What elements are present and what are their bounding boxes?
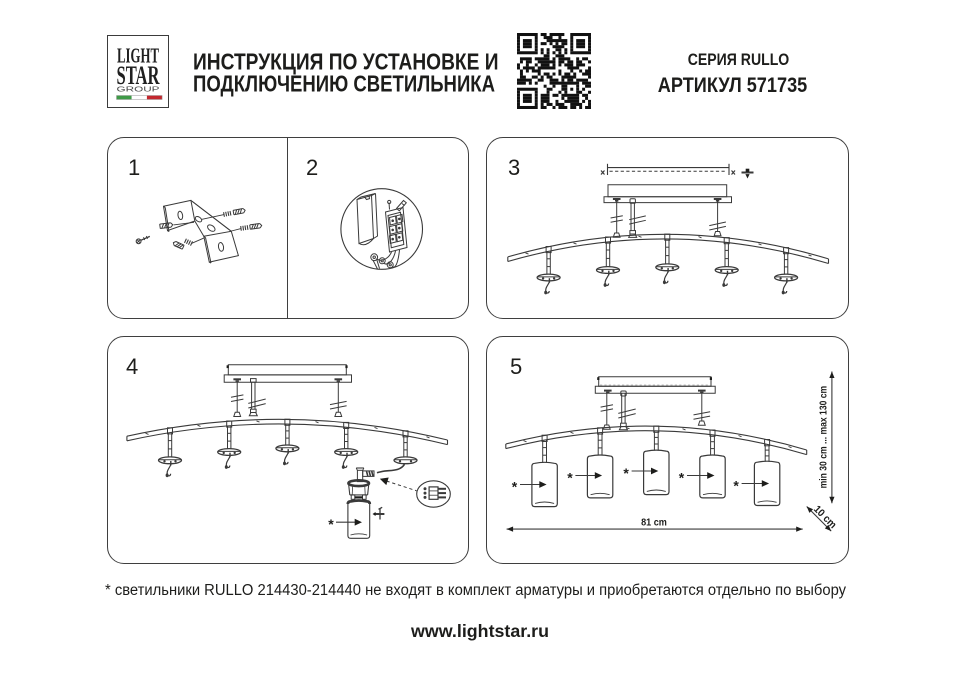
svg-text:ПОДКЛЮЧЕНИЮ СВЕТИЛЬНИКА: ПОДКЛЮЧЕНИЮ СВЕТИЛЬНИКА — [193, 71, 495, 97]
svg-text:* светильники RULLO 214430-214: * светильники RULLO 214430-214440 не вхо… — [105, 582, 846, 599]
svg-text:ИНСТРУКЦИЯ ПО УСТАНОВКЕ И: ИНСТРУКЦИЯ ПО УСТАНОВКЕ И — [193, 49, 499, 75]
svg-text:СЕРИЯ RULLO: СЕРИЯ RULLO — [688, 51, 790, 69]
svg-text:www.lightstar.ru: www.lightstar.ru — [410, 621, 549, 641]
svg-text:10 cm: 10 cm — [811, 503, 839, 531]
svg-text:*: * — [328, 516, 334, 532]
svg-text:GROUP: GROUP — [117, 87, 161, 94]
svg-text:*: * — [512, 479, 518, 495]
svg-text:*: * — [679, 470, 685, 486]
svg-text:*: * — [567, 470, 573, 486]
svg-text:STAR: STAR — [117, 60, 161, 90]
svg-text:*: * — [733, 478, 739, 494]
svg-text:81 cm: 81 cm — [641, 517, 667, 529]
svg-text:LIGHT: LIGHT — [117, 44, 159, 68]
svg-text:min 30 cm ... max 130 cm: min 30 cm ... max 130 cm — [817, 386, 829, 489]
svg-text:*: * — [623, 465, 629, 481]
svg-text:АРТИКУЛ 571735: АРТИКУЛ 571735 — [658, 74, 808, 97]
